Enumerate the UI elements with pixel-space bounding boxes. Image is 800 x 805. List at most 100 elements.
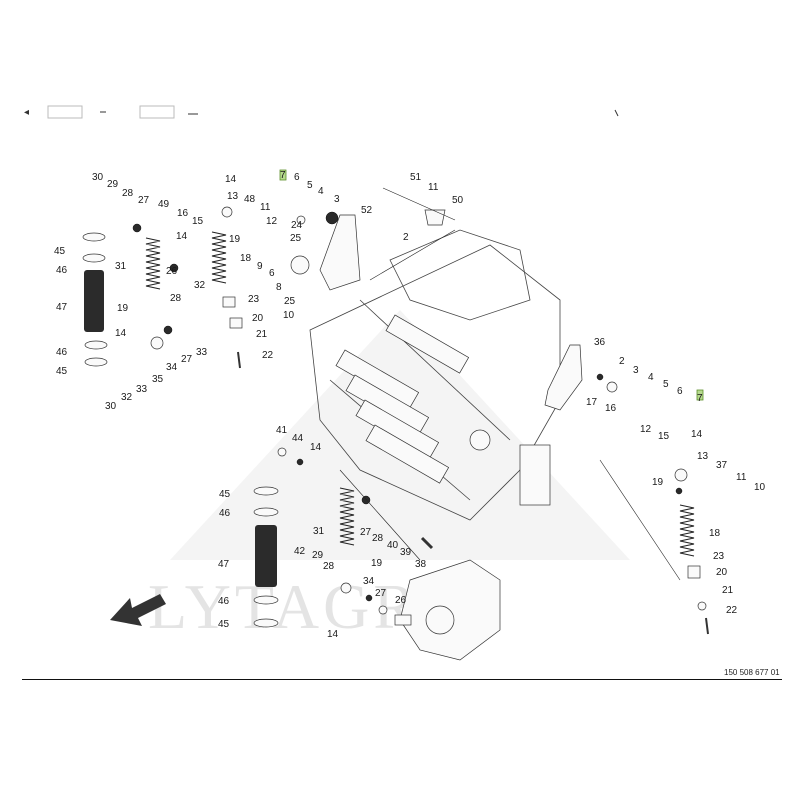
callout-10-r: 10 bbox=[754, 482, 766, 493]
callout-21: 21 bbox=[256, 329, 268, 340]
spring-31-center bbox=[339, 487, 355, 546]
washer-3-right bbox=[606, 381, 618, 393]
bottom-rule bbox=[22, 679, 782, 680]
bolt-38 bbox=[420, 536, 434, 550]
nut-27-b bbox=[163, 325, 173, 335]
nut-2-right bbox=[596, 373, 604, 381]
callout-14: 14 bbox=[225, 174, 237, 185]
callout-22-r: 22 bbox=[726, 605, 738, 616]
callout-46-c: 46 bbox=[219, 508, 231, 519]
hub-8 bbox=[290, 255, 310, 275]
callout-3: 3 bbox=[334, 194, 340, 205]
nut-27-center bbox=[361, 495, 371, 505]
gear-hub bbox=[469, 429, 491, 451]
frame-diag-2 bbox=[359, 299, 511, 441]
callout-46-d: 46 bbox=[218, 596, 230, 607]
callout-4: 4 bbox=[318, 186, 324, 197]
gearbox-shaft bbox=[394, 614, 412, 626]
callout-4-r: 4 bbox=[648, 372, 654, 383]
callout-24: 24 bbox=[291, 220, 303, 231]
nut-27 bbox=[132, 223, 142, 233]
callout-17: 17 bbox=[586, 397, 598, 408]
callout-40: 40 bbox=[387, 540, 399, 551]
callout-39: 39 bbox=[400, 547, 412, 558]
gearbox-flange bbox=[425, 605, 455, 635]
nut-26 bbox=[169, 263, 179, 273]
callout-9: 9 bbox=[257, 261, 263, 272]
callout-19-b: 19 bbox=[117, 303, 129, 314]
callout-13: 13 bbox=[227, 191, 239, 202]
side-bracket bbox=[519, 444, 551, 506]
callout-13-r: 13 bbox=[697, 451, 709, 462]
callout-47-c: 47 bbox=[218, 559, 230, 570]
ring-46-center bbox=[253, 507, 279, 517]
callout-27-d: 27 bbox=[375, 588, 387, 599]
ring-45-center bbox=[253, 486, 279, 496]
callout-35: 35 bbox=[152, 374, 164, 385]
callout-14-c: 14 bbox=[115, 328, 127, 339]
callout-32: 32 bbox=[194, 280, 206, 291]
callout-34-c: 34 bbox=[363, 576, 375, 587]
bellows-47-left bbox=[84, 270, 104, 332]
highlight-part-7-top[interactable] bbox=[279, 169, 287, 181]
washer-4 bbox=[296, 215, 306, 225]
leader-51 bbox=[382, 187, 456, 221]
callout-14-r: 14 bbox=[691, 429, 703, 440]
nut-19-right bbox=[675, 487, 683, 495]
callout-29: 29 bbox=[107, 179, 119, 190]
bushing-23-right bbox=[687, 565, 701, 579]
callout-48: 48 bbox=[244, 194, 256, 205]
document-number: 150 508 677 01 bbox=[724, 668, 780, 677]
callout-45-c: 45 bbox=[219, 489, 231, 500]
leader-center bbox=[339, 469, 421, 561]
callout-5-r: 5 bbox=[663, 379, 669, 390]
callout-19-c: 19 bbox=[371, 558, 383, 569]
arm-52 bbox=[319, 214, 361, 291]
callout-44: 44 bbox=[292, 433, 304, 444]
frame-top-panel bbox=[389, 229, 531, 321]
rollers bbox=[335, 314, 470, 484]
nut-41 bbox=[277, 447, 287, 457]
gearbox bbox=[394, 559, 501, 661]
spring-31-left bbox=[145, 237, 161, 290]
bushing-20 bbox=[229, 317, 243, 329]
ring-45-center-lower bbox=[253, 618, 279, 628]
callout-27-b: 27 bbox=[181, 354, 193, 365]
callout-37: 37 bbox=[716, 460, 728, 471]
callout-49: 49 bbox=[158, 199, 170, 210]
callout-45: 45 bbox=[54, 246, 66, 257]
nut-27-lower bbox=[365, 594, 373, 602]
ring-46-left bbox=[82, 253, 106, 263]
callout-labels: 30 29 28 27 49 16 15 14 13 48 7 6 5 4 3 … bbox=[54, 170, 766, 640]
callout-3-r: 3 bbox=[633, 365, 639, 376]
callout-29-c: 29 bbox=[312, 550, 324, 561]
callout-21-r: 21 bbox=[722, 585, 734, 596]
nut-44 bbox=[296, 458, 304, 466]
watermark: LYTAGRA bbox=[148, 310, 630, 642]
callout-32-b: 32 bbox=[121, 392, 133, 403]
callout-45-d: 45 bbox=[218, 619, 230, 630]
direction-arrow bbox=[110, 594, 166, 626]
callout-22: 22 bbox=[262, 350, 274, 361]
callout-52: 52 bbox=[361, 205, 373, 216]
washer-21-right bbox=[697, 601, 707, 611]
callout-19-r: 19 bbox=[652, 477, 664, 488]
callout-20-r: 20 bbox=[716, 567, 728, 578]
callout-28: 28 bbox=[122, 188, 134, 199]
callout-5: 5 bbox=[307, 180, 313, 191]
callout-26-c: 26 bbox=[395, 595, 407, 606]
leader-50-frame bbox=[369, 229, 456, 281]
callout-8: 8 bbox=[276, 282, 282, 293]
washer-48 bbox=[221, 206, 233, 218]
callout-6-b: 6 bbox=[269, 268, 275, 279]
spring-18-right bbox=[679, 504, 695, 557]
toolbar-box-right bbox=[139, 105, 175, 119]
nut-3 bbox=[325, 211, 339, 225]
callout-41: 41 bbox=[276, 425, 288, 436]
callout-27: 27 bbox=[138, 195, 150, 206]
highlight-part-7-right[interactable] bbox=[696, 389, 704, 401]
callout-45-b: 45 bbox=[56, 366, 68, 377]
callout-42: 42 bbox=[294, 546, 306, 557]
nut-26-lower bbox=[378, 605, 388, 615]
callout-15: 15 bbox=[192, 216, 204, 227]
